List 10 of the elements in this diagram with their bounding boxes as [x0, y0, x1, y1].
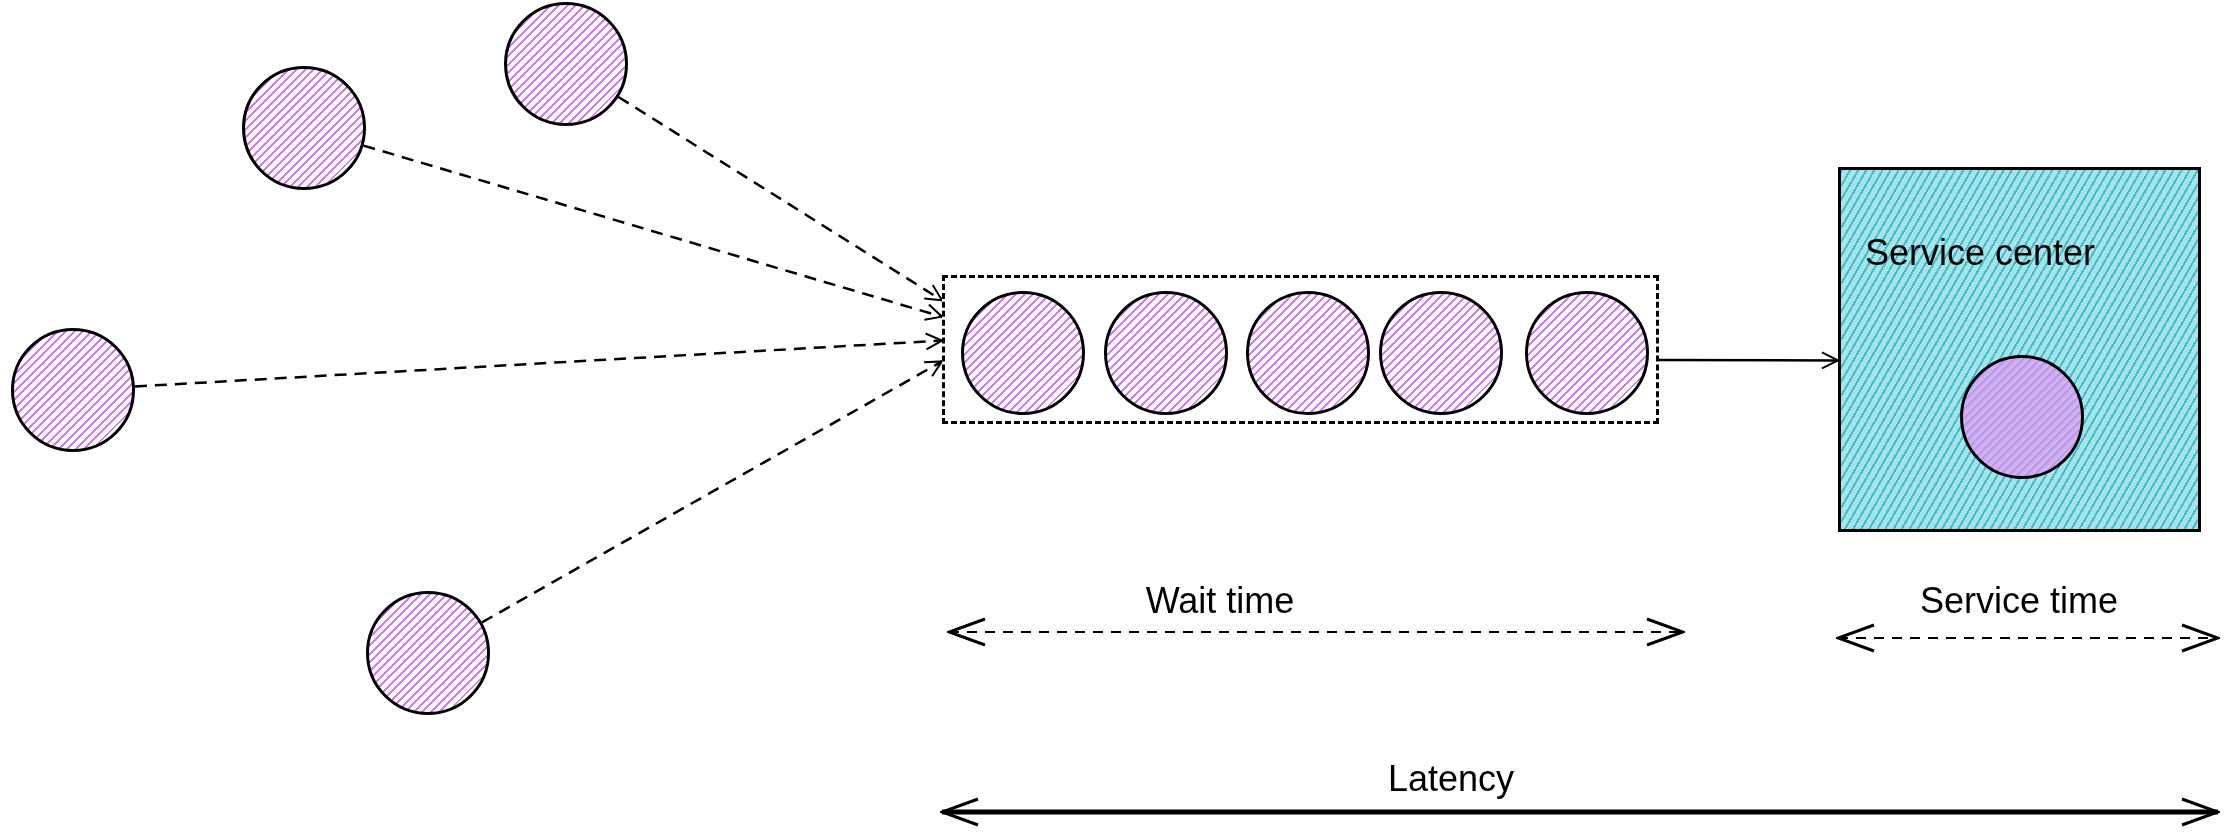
arrow: [134, 332, 943, 388]
queue-box: [942, 275, 1659, 424]
dimension-label: Latency: [1387, 757, 1515, 801]
dimension-label: Wait time: [1145, 579, 1295, 623]
arrow: [617, 95, 943, 302]
arrow: [481, 360, 943, 624]
dimension-label: Service time: [1919, 579, 2119, 623]
service-center-box: [1838, 167, 2201, 532]
node-title: Service center: [1865, 231, 2097, 275]
arrow: [1659, 351, 1839, 370]
